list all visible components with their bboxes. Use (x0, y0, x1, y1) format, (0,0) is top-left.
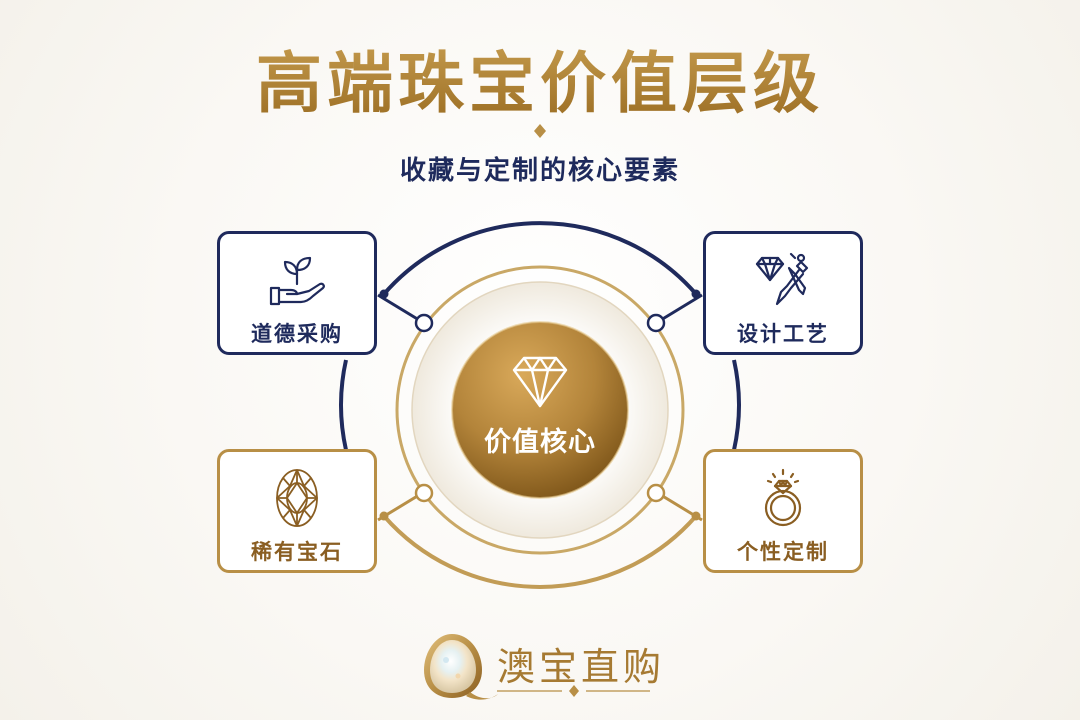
node-design-craft: 设计工艺 (703, 231, 863, 355)
ring-icon (764, 468, 802, 527)
outer-gold-arc (382, 514, 698, 589)
value-core (452, 322, 628, 498)
oval-gem-icon (276, 469, 318, 527)
opal-logo (424, 634, 498, 700)
node-rare-gems: 稀有宝石 (217, 449, 377, 573)
outer-navy-arc (382, 221, 698, 296)
node-ethical-sourcing: 道德采购 (217, 231, 377, 355)
node-label: 设计工艺 (737, 322, 829, 346)
right-navy-arc (732, 359, 741, 451)
hand-sprout-icon (269, 256, 325, 306)
diamond-icon (512, 356, 568, 408)
middle-gold-ring (395, 265, 685, 555)
brand-name: 澳宝直购 (497, 645, 666, 689)
node-label: 个性定制 (737, 540, 829, 564)
diamond-tools-icon (755, 252, 809, 306)
page-subtitle: 收藏与定制的核心要素 (399, 156, 680, 186)
center-label: 价值核心 (484, 427, 596, 458)
node-personal-custom: 个性定制 (703, 449, 863, 573)
node-label: 道德采购 (251, 322, 343, 346)
page-title: 高端珠宝价值层级 (0, 30, 1080, 126)
left-navy-arc (339, 359, 348, 451)
node-label: 稀有宝石 (251, 540, 343, 564)
